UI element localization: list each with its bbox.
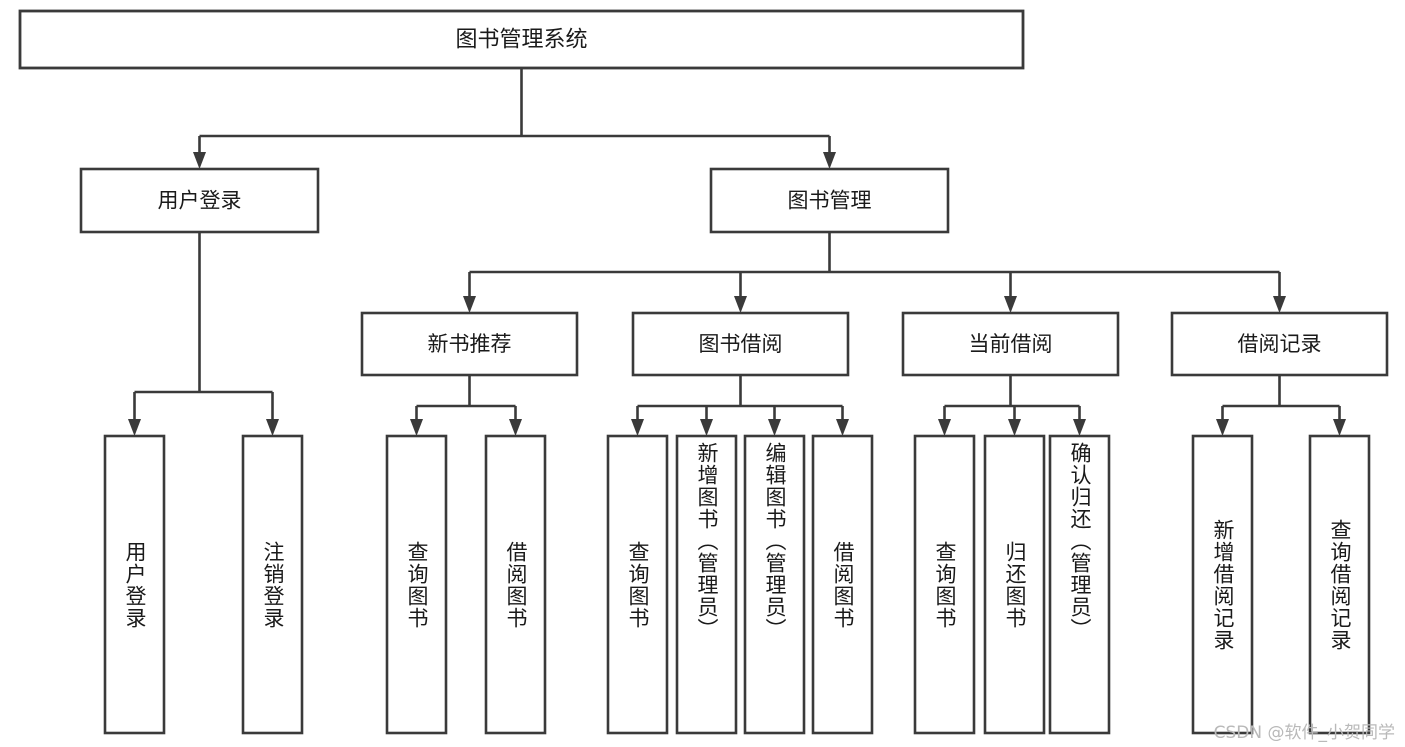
connector-conn-userlogin-to-leaves <box>128 232 279 436</box>
node-box-new-book-recommend[interactable] <box>360 311 579 377</box>
node-box-leaf-borrow-book-1[interactable] <box>484 434 547 735</box>
node-box-leaf-borrow-book-2[interactable] <box>811 434 874 735</box>
node-label-borrow-record: 借阅记录 <box>1238 332 1322 356</box>
node-box-leaf-confirm-return-admin[interactable] <box>1048 434 1111 735</box>
node-box-leaf-add-borrow-record[interactable] <box>1191 434 1254 735</box>
node-box-leaf-query-book-2[interactable] <box>606 434 669 735</box>
connector-conn-root-to-level2 <box>193 68 836 169</box>
connector-conn-current-to-leaves <box>938 375 1086 436</box>
node-label-new-book-recommend: 新书推荐 <box>428 332 512 356</box>
node-box-leaf-add-book-admin[interactable] <box>675 434 738 735</box>
node-label-book-borrow: 图书借阅 <box>699 332 783 356</box>
node-box-book-manage[interactable] <box>709 167 950 234</box>
node-box-root[interactable] <box>18 9 1025 70</box>
connector-conn-bookmanage-to-level3 <box>463 232 1286 313</box>
node-box-leaf-query-borrow-record[interactable] <box>1308 434 1371 735</box>
node-box-user-login[interactable] <box>79 167 320 234</box>
node-label-book-manage: 图书管理 <box>788 189 872 213</box>
node-box-borrow-record[interactable] <box>1170 311 1389 377</box>
node-box-book-borrow[interactable] <box>631 311 850 377</box>
node-box-leaf-query-book-3[interactable] <box>913 434 976 735</box>
node-box-current-borrow[interactable] <box>901 311 1120 377</box>
node-label-root: 图书管理系统 <box>455 28 587 53</box>
connector-conn-recommend-to-leaves <box>410 375 522 436</box>
node-box-leaf-logout-login[interactable] <box>241 434 304 735</box>
node-label-current-borrow: 当前借阅 <box>969 332 1053 356</box>
node-box-leaf-return-book[interactable] <box>983 434 1046 735</box>
node-box-leaf-query-book-1[interactable] <box>385 434 448 735</box>
node-box-leaf-edit-book-admin[interactable] <box>743 434 806 735</box>
node-boxes-layer <box>18 9 1389 735</box>
connector-conn-record-to-leaves <box>1216 375 1346 436</box>
node-box-leaf-user-login[interactable] <box>103 434 166 735</box>
connector-conn-borrow-to-leaves <box>631 375 849 436</box>
csdn-watermark: CSDN @软件_小贺同学 <box>1213 723 1395 743</box>
node-label-user-login: 用户登录 <box>158 189 242 213</box>
connectors-layer <box>128 68 1346 436</box>
